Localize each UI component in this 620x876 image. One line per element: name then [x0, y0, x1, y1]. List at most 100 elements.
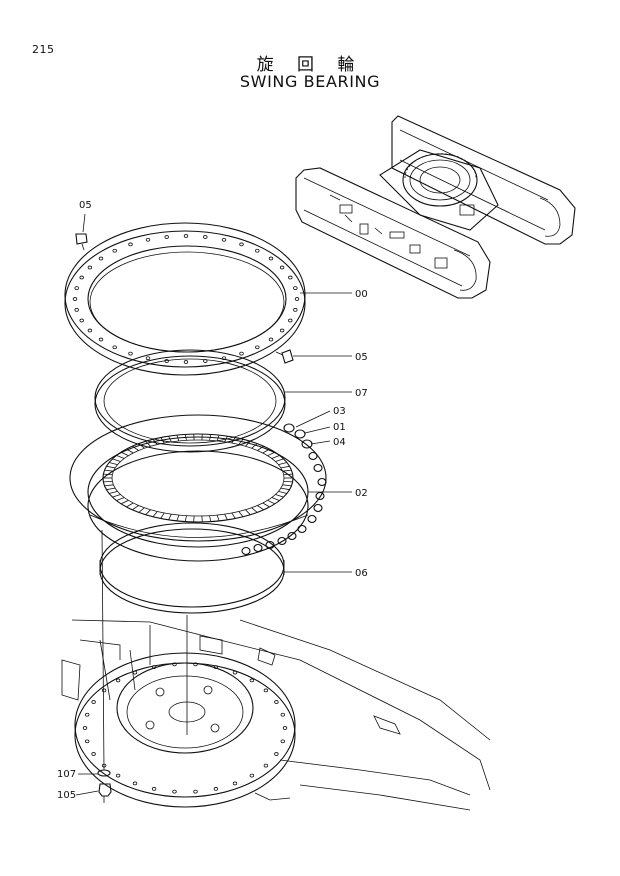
- bolt-hole: [84, 712, 90, 717]
- bolt-hole: [249, 773, 255, 778]
- gear-tooth: [238, 439, 244, 445]
- gear-tooth: [267, 499, 276, 505]
- bolt-hole: [183, 234, 189, 238]
- bolt-hole: [288, 318, 293, 323]
- bolt-hole: [268, 337, 274, 342]
- gear-tooth: [104, 484, 114, 487]
- bolt-hole: [145, 356, 151, 361]
- bolt-hole: [193, 789, 198, 794]
- bearing-ball: [308, 451, 318, 461]
- bolt-hole: [213, 787, 219, 791]
- bearing-ball: [283, 423, 295, 433]
- inner-gear-race-02: [69, 414, 327, 562]
- bolt-hole: [183, 360, 189, 364]
- bolt-hole: [79, 275, 84, 280]
- bolt-hole: [151, 665, 157, 669]
- gear-tooth: [112, 458, 121, 462]
- bolt-hole: [164, 235, 169, 239]
- gear-tooth: [209, 434, 212, 441]
- bolt-hole: [112, 345, 117, 350]
- label-01: 01: [333, 422, 346, 433]
- bolt-hole: [72, 297, 78, 301]
- bolt-hole: [91, 752, 96, 756]
- bolt-05-right: [275, 349, 294, 364]
- gear-tooth: [152, 511, 158, 517]
- gear-tooth: [224, 513, 228, 520]
- gear-tooth: [275, 494, 284, 498]
- bolt-hole: [239, 351, 244, 356]
- bolt-hole: [98, 256, 104, 261]
- gear-tooth: [109, 462, 118, 465]
- bearing-ball: [297, 524, 307, 534]
- bolt-hole: [221, 237, 227, 242]
- gear-tooth: [152, 439, 158, 445]
- gear-tooth: [120, 499, 129, 505]
- bolt-hole: [249, 678, 255, 683]
- bolt-hole: [280, 739, 285, 744]
- upper-frame-base: [61, 619, 491, 811]
- bolt-hole: [132, 670, 138, 675]
- bolt-hole: [274, 700, 279, 704]
- bolt-hole: [213, 665, 219, 669]
- gear-tooth: [126, 448, 134, 454]
- gear-tooth: [116, 455, 125, 459]
- bolt-hole: [294, 297, 300, 301]
- bolt-hole: [279, 265, 285, 270]
- bolt-hole: [293, 286, 298, 290]
- bolt-hole: [172, 662, 177, 667]
- bolt-hole: [288, 275, 293, 280]
- label-03: 03: [333, 406, 346, 417]
- gear-tooth: [106, 487, 116, 491]
- bearing-ball: [277, 536, 287, 546]
- gear-tooth: [283, 473, 293, 475]
- gear-tooth: [145, 441, 151, 447]
- title-japanese: 旋 回 輪: [256, 55, 364, 75]
- bolt-hole: [255, 345, 260, 350]
- gear-tooth: [278, 491, 287, 494]
- title-english: SWING BEARING: [239, 72, 381, 91]
- bolt-hole: [74, 308, 79, 312]
- label-06: 06: [355, 568, 368, 579]
- gear-tooth: [275, 458, 284, 462]
- bolt-hole: [263, 688, 269, 693]
- label-02: 02: [355, 488, 368, 499]
- gear-tooth: [176, 434, 180, 442]
- gear-tooth: [257, 505, 264, 511]
- bolt-05-top: [75, 213, 88, 251]
- label-00: 00: [355, 289, 368, 300]
- bolt-hole: [128, 242, 133, 247]
- gear-tooth: [271, 497, 280, 501]
- bolt-hole: [255, 248, 260, 253]
- washer-107: [97, 769, 111, 777]
- bolt-hole: [115, 678, 121, 683]
- gear-tooth: [109, 491, 118, 494]
- gear-tooth: [103, 481, 113, 483]
- bolt-hole: [280, 712, 285, 717]
- bolt-hole: [101, 688, 107, 693]
- label-107: 107: [57, 769, 76, 780]
- gear-tooth: [283, 481, 293, 483]
- bolt-hole: [87, 265, 93, 270]
- bolt-hole: [268, 256, 274, 261]
- label-05-top: 05: [79, 200, 92, 211]
- gear-tooth: [282, 484, 292, 487]
- gear-tooth: [116, 497, 125, 501]
- bearing-ball: [313, 503, 323, 513]
- gear-tooth: [176, 514, 180, 522]
- bolt-hole: [112, 248, 117, 253]
- ball-chain: [241, 423, 327, 556]
- bolt-hole: [239, 242, 244, 247]
- gear-tooth: [216, 514, 220, 522]
- seal-ring-07: [94, 349, 286, 453]
- gear-tooth: [238, 511, 244, 517]
- gear-tooth: [160, 437, 165, 444]
- bearing-ball: [241, 546, 251, 556]
- label-04: 04: [333, 437, 346, 448]
- gear-tooth: [280, 465, 290, 469]
- bearing-ball: [313, 463, 323, 473]
- bearing-ball: [301, 439, 313, 449]
- gear-tooth: [132, 505, 139, 511]
- outer-ring: [64, 222, 306, 376]
- bolt-hole: [98, 337, 104, 342]
- gear-tooth: [168, 513, 172, 520]
